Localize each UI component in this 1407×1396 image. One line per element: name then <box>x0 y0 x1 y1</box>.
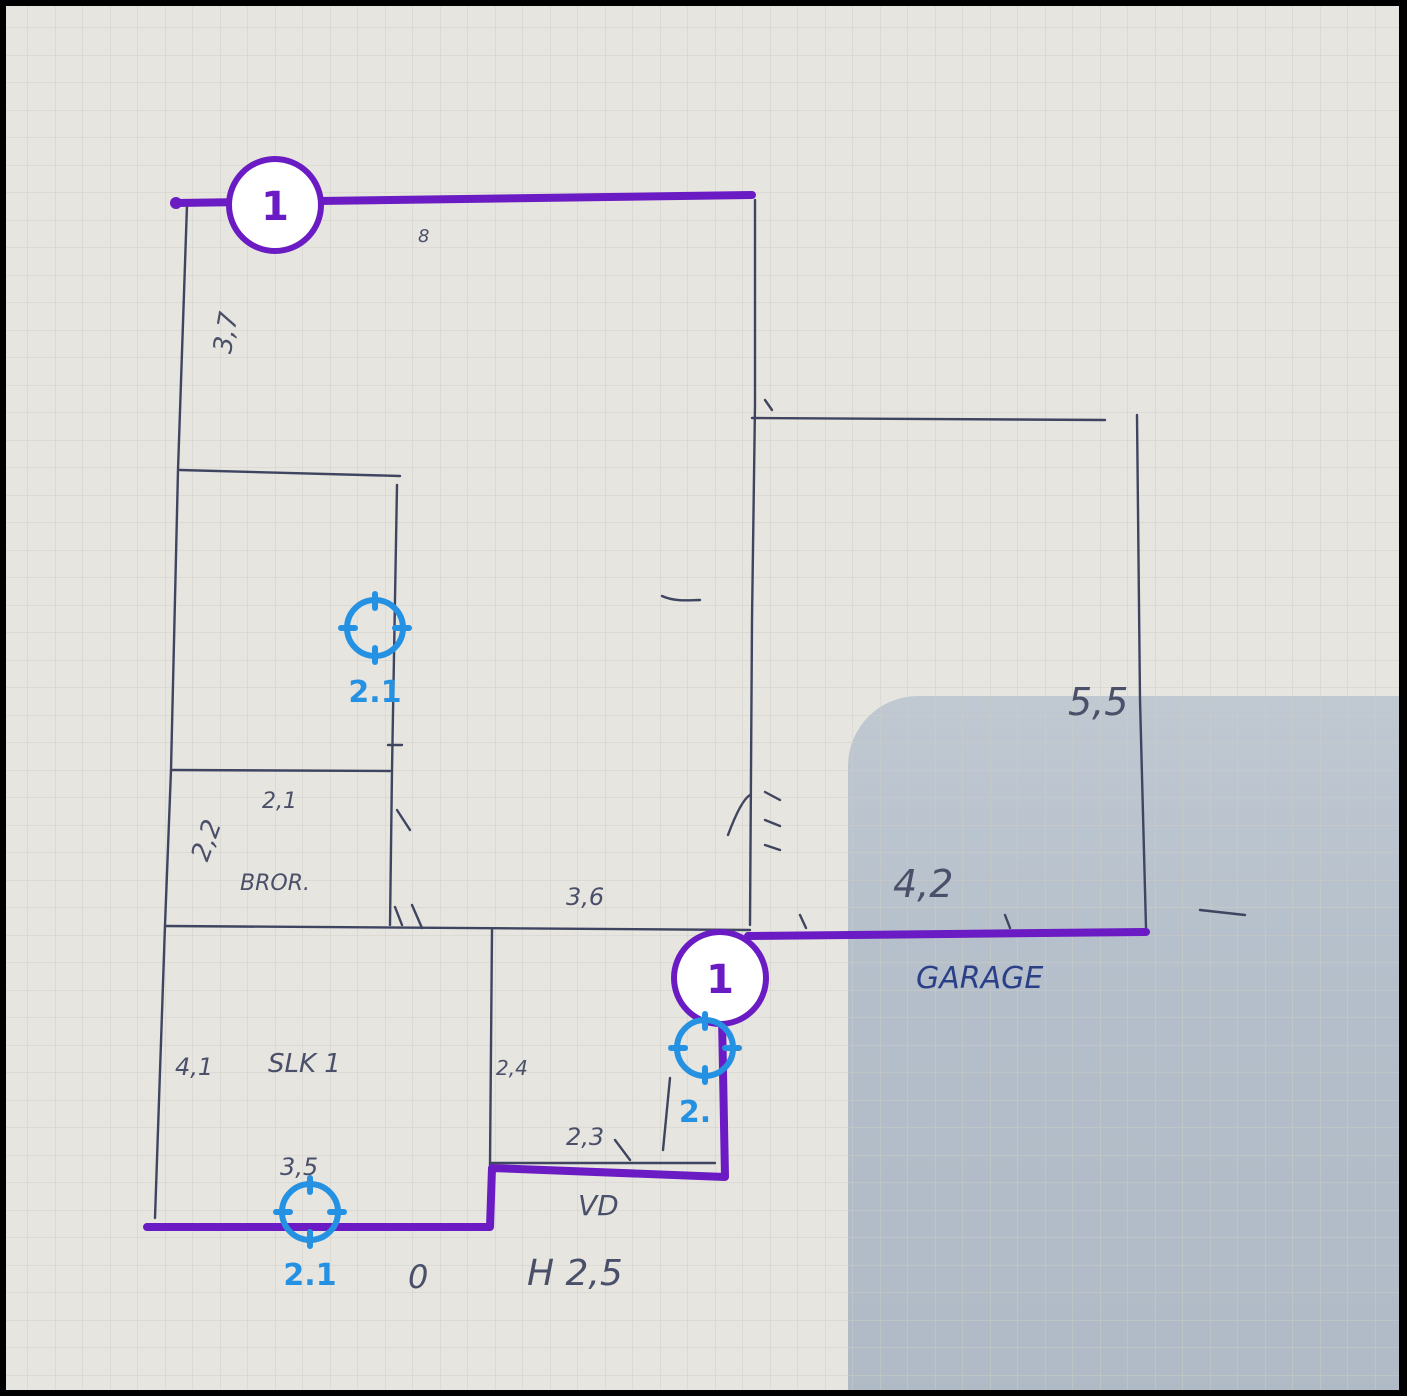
svg-text:2.1: 2.1 <box>348 675 401 710</box>
label-room-name: BROR. <box>240 871 310 896</box>
target-marker-crosshair-icon[interactable]: 2. <box>668 1011 742 1130</box>
label-small-room-dim: 2,4 <box>496 1056 528 1080</box>
sketch-walls <box>153 198 1247 1220</box>
svg-text:1: 1 <box>706 957 734 1003</box>
label-left-upper: 3,7 <box>208 309 245 355</box>
label-bedroom-dim: 4,1 <box>175 1053 213 1081</box>
label-bedroom: SLK 1 <box>268 1049 341 1079</box>
label-right-wall: 5,5 <box>1068 680 1128 724</box>
svg-text:2.1: 2.1 <box>283 1258 336 1293</box>
label-height: H 2,5 <box>527 1253 623 1294</box>
svg-text:1: 1 <box>261 184 289 230</box>
label-garage-dim: 4,2 <box>893 862 953 906</box>
label-vd: VD <box>578 1189 619 1222</box>
label-top: 8 <box>418 226 429 247</box>
route-right <box>744 928 1150 940</box>
label-garage: GARAGE <box>916 961 1043 996</box>
label-closet-dim: 2,3 <box>566 1123 604 1151</box>
grid-paper <box>6 6 1399 1390</box>
floor-plan: 8 3,7 5,5 2,1 2,2 BROR. 3,6 4,2 GARAGE 4… <box>6 6 1399 1390</box>
svg-text:2.: 2. <box>679 1095 711 1130</box>
route-bottom <box>143 1014 729 1231</box>
label-zero: 0 <box>408 1258 428 1296</box>
target-marker-crosshair-icon[interactable]: 2.1 <box>273 1175 347 1293</box>
route-badge-bottom[interactable]: 1 <box>671 929 769 1027</box>
route-badge-top[interactable]: 1 <box>226 156 324 254</box>
sketch-annotations: 8 3,7 5,5 2,1 2,2 BROR. 3,6 4,2 GARAGE 4… <box>175 226 1128 1296</box>
label-room-dim-a: 2,1 <box>262 789 297 814</box>
sketch-canvas: 8 3,7 5,5 2,1 2,2 BROR. 3,6 4,2 GARAGE 4… <box>6 6 1399 1390</box>
target-marker-crosshair-icon[interactable]: 2.1 <box>338 591 412 710</box>
label-hall-dim: 3,6 <box>566 883 604 911</box>
